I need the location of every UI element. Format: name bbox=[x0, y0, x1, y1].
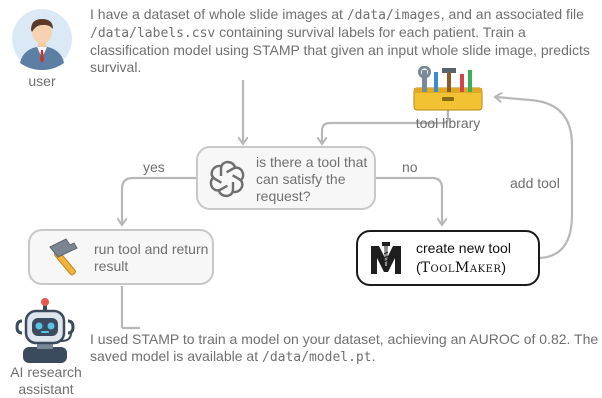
decision-node: is there a tool that can satisfy the req… bbox=[196, 146, 376, 210]
add-tool-label: add tool bbox=[510, 175, 560, 191]
assistant-label: AI research assistant bbox=[10, 364, 82, 397]
create-tool-node: create new tool (ToolMaker) bbox=[356, 230, 540, 286]
assistant-message: I used STAMP to train a model on your da… bbox=[90, 331, 600, 366]
message-text: . bbox=[371, 348, 376, 364]
message-text: , and an associated file bbox=[440, 6, 584, 22]
toolmaker-name: (ToolMaker) bbox=[416, 259, 507, 276]
inline-code-path: /data/images bbox=[346, 8, 441, 23]
arrow-library-to-decision bbox=[322, 110, 450, 143]
toolmaker-logo-icon bbox=[371, 242, 401, 274]
user-label: user bbox=[28, 73, 56, 89]
arrow-no bbox=[375, 176, 442, 224]
hammer-icon bbox=[49, 238, 78, 276]
openai-logo-icon bbox=[207, 160, 247, 198]
decision-label: is there a tool that can satisfy the req… bbox=[256, 154, 368, 204]
assistant-avatar bbox=[13, 297, 77, 363]
run-tool-label: run tool and return result bbox=[94, 241, 209, 274]
tool-library-graphic bbox=[412, 65, 484, 112]
run-tool-node: run tool and return result bbox=[28, 229, 214, 285]
user-icon bbox=[12, 9, 72, 70]
message-text: containing survival labels for each pati… bbox=[90, 24, 590, 75]
tool-library-label: tool library bbox=[415, 115, 481, 131]
inline-code-path: /data/model.pt bbox=[262, 350, 372, 365]
yes-label: yes bbox=[143, 159, 165, 175]
user-avatar bbox=[11, 8, 73, 70]
create-tool-text: create new tool (ToolMaker) bbox=[416, 239, 540, 278]
toolbox-icon bbox=[413, 65, 483, 111]
create-tool-label: create new tool bbox=[416, 240, 511, 256]
message-text: I have a dataset of whole slide images a… bbox=[90, 6, 347, 22]
message-text: I used STAMP to train a model on your da… bbox=[90, 331, 599, 364]
inline-code-path: /data/labels.csv bbox=[90, 26, 216, 41]
no-label: no bbox=[402, 159, 418, 175]
arrow-yes bbox=[122, 176, 196, 224]
arrow-add-tool bbox=[496, 97, 574, 260]
user-message: I have a dataset of whole slide images a… bbox=[90, 6, 596, 76]
robot-icon bbox=[15, 298, 75, 363]
